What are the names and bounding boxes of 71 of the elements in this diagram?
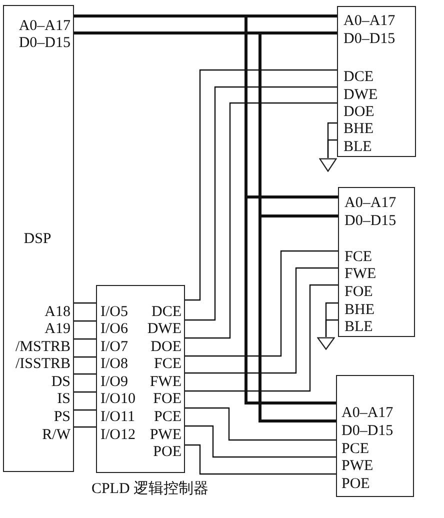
pin-label: PCE [154,409,182,426]
pin-label: BLE [344,319,373,336]
pin-label: DCE [152,304,182,321]
pin-label: DS [51,374,70,391]
pin-label: DOE [344,104,374,121]
signal-line [74,409,96,411]
pin-label: D0–D15 [342,423,394,440]
ground-symbol [317,337,335,350]
signal-line [185,425,336,458]
signal-line [74,338,96,340]
pin-label: FCE [344,249,372,266]
signal-line [74,391,96,393]
pin-label: IS [57,391,70,408]
chip-box [96,285,185,473]
pin-label: DCE [344,69,374,86]
pin-label: BHE [344,121,374,138]
pin-label: DWE [147,321,182,338]
pin-label: DWE [344,87,378,104]
signal-line [74,320,96,322]
signal-line [185,407,336,441]
pin-label: BLE [344,139,372,156]
pin-label: A0–A17 [342,405,394,422]
pin-label: I/O8 [100,356,128,373]
pin-label: PS [54,409,70,426]
signal-line [185,444,336,475]
pin-label: D0–D15 [18,35,70,52]
pin-label: A0–A17 [344,195,396,212]
pin-label: FWE [344,266,376,283]
signal-line [74,356,96,358]
pin-label: POE [342,476,370,493]
pin-label: /MSTRB [15,339,70,356]
signal-line [185,250,338,357]
chip-box [337,6,416,157]
pin-label: I/O7 [100,339,128,356]
signal-line [74,373,96,375]
pin-label: PWE [342,458,374,475]
signal-line [74,426,96,428]
pin-label: I/O5 [100,304,128,321]
pin-label: I/O9 [100,374,128,391]
signal-line [327,139,337,158]
chip-box [338,187,415,337]
signal-line [185,267,338,374]
pin-label: I/O12 [100,427,136,444]
pin-label: PWE [150,427,182,444]
pin-label: FOE [153,391,182,408]
chip-name: DSP [24,231,52,248]
ground-symbol [319,158,337,172]
chip-box [3,5,74,472]
pin-label: PCE [342,441,370,458]
pin-label: POE [153,444,182,461]
pin-label: D0–D15 [344,31,396,48]
chip-box [336,375,414,497]
pin-label: I/O10 [100,391,136,408]
signal-line [325,319,338,337]
pin-label: A0–A17 [344,13,396,30]
pin-label: D0–D15 [344,213,396,230]
pin-label: A0–A17 [18,18,70,35]
signal-line [185,284,338,392]
pin-label: FWE [150,374,182,391]
pin-label: R/W [42,427,70,444]
pin-label: A19 [44,321,70,338]
pin-label: DOE [150,339,182,356]
pin-label: BHE [344,302,374,319]
pin-label: FCE [154,356,182,373]
signal-line [74,302,96,304]
pin-label: /ISSTRB [15,356,70,373]
pin-label: FOE [344,284,373,301]
chip-caption: CPLD 逻辑控制器 [91,480,209,498]
pin-label: I/O11 [100,409,135,426]
pin-label: I/O6 [100,321,128,338]
pin-label: A18 [44,304,70,321]
